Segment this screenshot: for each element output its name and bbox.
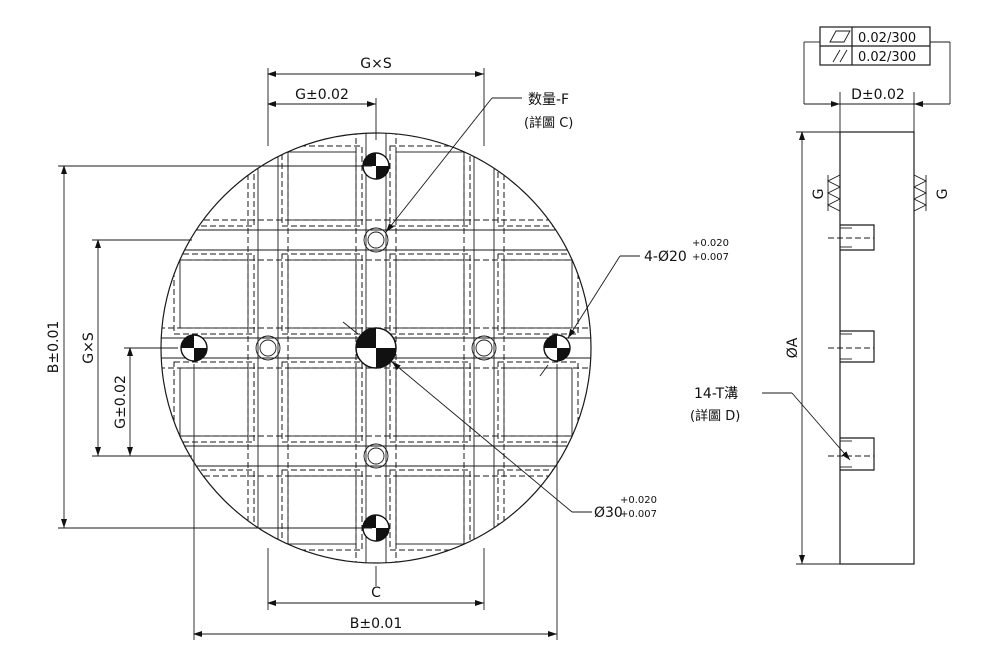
dim-gxs-left-label: G×S bbox=[81, 332, 97, 364]
dim-g-side-left-label: G bbox=[811, 189, 827, 200]
dim-b-left-label: B±0.01 bbox=[46, 321, 62, 374]
side-body bbox=[828, 131, 915, 565]
callout-quantity-label: 数量-F bbox=[528, 92, 569, 108]
bushing-left-icon bbox=[255, 335, 281, 361]
dim-diameter-a-label: ØA bbox=[785, 337, 801, 358]
callout-hole-30-tol-upper: +0.020 bbox=[620, 495, 657, 506]
callout-tslot: 14-T溝 (詳圖 D) bbox=[690, 386, 851, 461]
dim-g-top-label: G±0.02 bbox=[295, 87, 349, 103]
dim-c-bottom-label: C bbox=[371, 585, 381, 601]
parallelism-icon bbox=[832, 49, 848, 63]
dim-gxs-top-label: G×S bbox=[360, 56, 392, 72]
plate-top-view: G×S G±0.02 B±0.01 G×S G±0.02 bbox=[46, 56, 729, 640]
dim-b-bottom: B±0.01 bbox=[193, 364, 558, 640]
dim-g-left-label: G±0.02 bbox=[113, 375, 129, 429]
bushing-bottom-icon bbox=[363, 443, 389, 469]
locating-hole-top-icon bbox=[362, 152, 390, 180]
callout-hole-20-tol-lower: +0.007 bbox=[692, 252, 729, 263]
tolerance-flatness-value: 0.02/300 bbox=[858, 31, 916, 46]
callout-quantity: 数量-F (詳圖 C) bbox=[385, 92, 573, 233]
locating-hole-right-icon bbox=[543, 334, 571, 362]
callout-tslot-label: 14-T溝 bbox=[694, 386, 738, 402]
dim-g-side-right-label: G bbox=[935, 189, 951, 200]
center-hole-30-icon bbox=[355, 327, 397, 369]
dim-diameter-a: ØA bbox=[785, 131, 840, 565]
callout-hole-20: 4-Ø20 +0.020 +0.007 bbox=[539, 238, 729, 377]
dim-d-label: D±0.02 bbox=[851, 87, 905, 103]
surface-finish-right-icon: G bbox=[913, 174, 951, 212]
callout-detail-c-label: (詳圖 C) bbox=[524, 115, 573, 131]
callout-hole-20-label: 4-Ø20 bbox=[644, 249, 687, 265]
plate-side-view: 0.02/300 0.02/300 D±0.02 bbox=[690, 26, 951, 565]
dim-b-left: B±0.01 bbox=[46, 165, 372, 529]
tolerance-frame: 0.02/300 0.02/300 bbox=[819, 26, 931, 66]
tolerance-parallel-value: 0.02/300 bbox=[858, 50, 916, 65]
bushing-top-icon bbox=[363, 227, 389, 253]
bushing-right-icon bbox=[471, 335, 497, 361]
dim-gxs-top: G×S bbox=[267, 56, 485, 146]
dim-d: D±0.02 bbox=[804, 87, 950, 132]
callout-hole-20-tol-upper: +0.020 bbox=[692, 238, 729, 249]
dim-c-bottom: C bbox=[267, 548, 485, 610]
dim-g-left: G±0.02 bbox=[113, 347, 178, 457]
flatness-parallelogram-icon bbox=[829, 30, 851, 43]
callout-detail-d-label: (詳圖 D) bbox=[690, 408, 740, 424]
callout-hole-30-tol-lower: +0.007 bbox=[620, 509, 657, 520]
surface-finish-left-icon: G bbox=[811, 174, 841, 212]
locating-hole-left-icon bbox=[180, 334, 208, 362]
callout-hole-30-label: Ø30 bbox=[594, 505, 623, 521]
dim-b-bottom-label: B±0.01 bbox=[350, 616, 403, 632]
callout-hole-30: Ø30 +0.020 +0.007 bbox=[342, 321, 657, 521]
dim-g-top: G±0.02 bbox=[267, 87, 377, 140]
